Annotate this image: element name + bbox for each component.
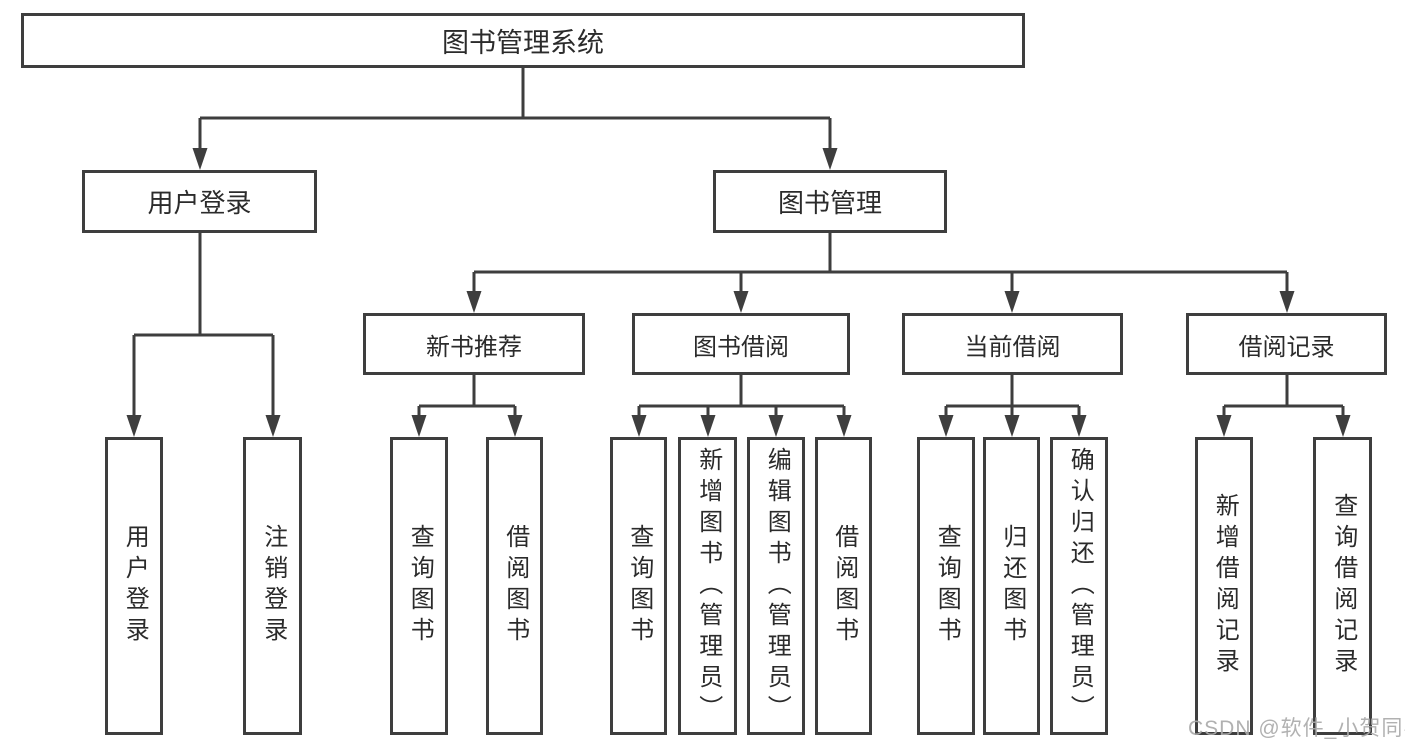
node-label: 新书推荐: [426, 333, 522, 361]
node-book-borrowing: 图书借阅: [632, 313, 850, 375]
node-label: 借阅图书: [830, 524, 858, 648]
node-label: 图书借阅: [693, 333, 789, 361]
node-leaf-query-books-recommend: 查询图书: [390, 437, 448, 735]
node-leaf-query-books-current: 查询图书: [917, 437, 975, 735]
watermark: CSDN @软件_小贺同学: [1188, 717, 1405, 740]
node-label: 当前借阅: [964, 333, 1061, 361]
node-leaf-add-borrow-record: 新增借阅记录: [1195, 437, 1253, 735]
node-label: 借阅图书: [501, 524, 529, 648]
node-leaf-query-borrow-record: 查询借阅记录: [1313, 437, 1372, 735]
node-label: 图书管理系统: [442, 28, 604, 58]
node-label: 查询借阅记录: [1329, 493, 1357, 679]
node-borrowing-records: 借阅记录: [1186, 313, 1387, 375]
node-label: 图书管理: [777, 188, 882, 218]
node-user-login: 用户登录: [82, 170, 317, 233]
node-leaf-borrow-books-recommend: 借阅图书: [486, 437, 543, 735]
node-book-management: 图书管理: [713, 170, 947, 233]
node-new-book-recommend: 新书推荐: [363, 313, 585, 375]
node-label: 编辑图书（管理员）: [763, 446, 791, 726]
node-label: 新增图书（管理员）: [694, 446, 722, 726]
node-label: 查询图书: [406, 524, 434, 648]
node-leaf-add-books-admin: 新增图书（管理员）: [678, 437, 737, 735]
node-leaf-edit-books-admin: 编辑图书（管理员）: [747, 437, 805, 735]
node-leaf-query-books-borrowing: 查询图书: [610, 437, 667, 735]
node-root-system: 图书管理系统: [21, 13, 1025, 68]
node-label: 查询图书: [625, 524, 653, 648]
node-leaf-borrow-books: 借阅图书: [815, 437, 872, 735]
node-label: 归还图书: [998, 524, 1026, 648]
node-leaf-logout: 注销登录: [243, 437, 302, 735]
node-current-borrowing: 当前借阅: [902, 313, 1123, 375]
node-leaf-return-books: 归还图书: [983, 437, 1040, 735]
node-label: 注销登录: [259, 524, 287, 648]
node-label: 查询图书: [933, 524, 961, 648]
node-leaf-confirm-return-admin: 确认归还（管理员）: [1050, 437, 1108, 735]
node-leaf-user-login: 用户登录: [105, 437, 163, 735]
node-label: 确认归还（管理员）: [1066, 446, 1094, 726]
node-label: 新增借阅记录: [1211, 493, 1239, 679]
node-label: 借阅记录: [1238, 333, 1335, 361]
node-label: 用户登录: [121, 524, 149, 648]
node-label: 用户登录: [147, 188, 252, 218]
